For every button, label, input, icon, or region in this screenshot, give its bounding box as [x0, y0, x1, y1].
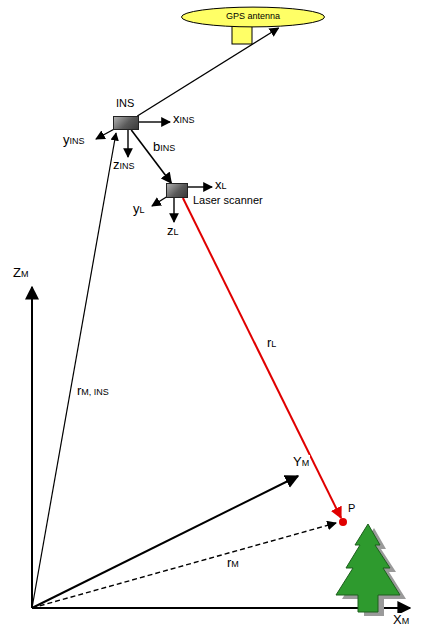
- vector-arrow: [183, 198, 341, 518]
- axis-label: rM, INS: [76, 384, 110, 398]
- vector-arrow: [137, 28, 278, 116]
- y-axis: [32, 476, 298, 608]
- axis-label: rM: [226, 556, 240, 570]
- vector-label: bINS: [152, 140, 176, 154]
- axis-label: zINS: [112, 158, 136, 172]
- component-label: Laser scanner: [193, 194, 263, 206]
- antenna-label: GPS antenna: [226, 12, 280, 22]
- axis-label: XM: [392, 613, 410, 627]
- position-vector-dashed: [32, 523, 336, 608]
- z-axis: [31, 287, 33, 608]
- position-vector: [32, 133, 116, 608]
- x-axis: [32, 607, 410, 609]
- axis-arrow: [127, 130, 128, 157]
- target-point: P: [339, 518, 347, 526]
- gps-antenna: GPS antenna: [180, 6, 326, 28]
- axis-label: xINS: [172, 112, 196, 126]
- ins-unit: INS: [113, 116, 139, 130]
- axis-arrow: [188, 186, 212, 187]
- component-label: P: [348, 502, 355, 514]
- laser-scanner: Laser scanner: [166, 183, 188, 198]
- axis-label: yL: [132, 202, 146, 216]
- vector-label: rL: [266, 336, 277, 350]
- axis-label: ZM: [12, 266, 29, 280]
- axis-label: YM: [292, 455, 310, 469]
- axis-label: xL: [214, 178, 228, 192]
- axis-label: yINS: [62, 133, 86, 147]
- axis-arrow: [139, 121, 170, 122]
- component-label: INS: [116, 97, 134, 109]
- axis-label: zL: [166, 224, 180, 238]
- tree: [336, 524, 400, 612]
- axis-arrow: [173, 198, 174, 222]
- vector-arrow: [131, 130, 171, 183]
